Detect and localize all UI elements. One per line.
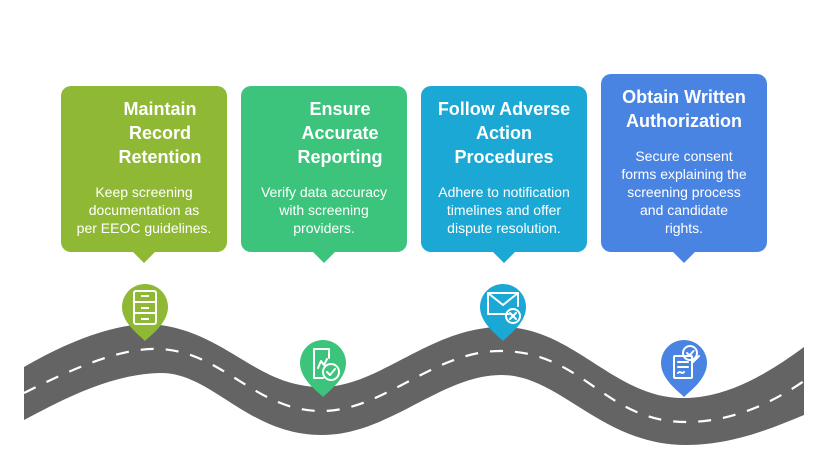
step3-title: Follow Adverse Action Procedures [437, 99, 571, 167]
step2-card: Ensure Accurate Reporting Verify data ac… [241, 86, 407, 263]
step4-card: Obtain Written Authorization Secure cons… [601, 74, 767, 263]
step3-description: Adhere to notification timelines and off… [438, 184, 570, 236]
step1-marker [122, 284, 168, 341]
step4-description: Secure consent forms explaining the scre… [621, 148, 747, 236]
step4-marker [661, 340, 707, 397]
road-centerline [23, 347, 805, 424]
step4-title: Obtain Written Authorization [622, 87, 746, 131]
signed-document-icon [673, 345, 700, 379]
step1-card: Maintain Record Retention Keep screening… [61, 86, 227, 263]
file-cabinet-icon [133, 290, 157, 325]
step2-marker [300, 340, 346, 397]
step2-description: Verify data accuracy with screening prov… [260, 184, 388, 236]
step1-title: Maintain Record Retention [118, 99, 202, 167]
mail-cancel-icon [487, 292, 521, 324]
step1-description: Keep screening documentation as per EEOC… [76, 184, 212, 236]
step3-marker [480, 284, 526, 341]
road [24, 324, 804, 445]
report-check-icon [313, 348, 340, 381]
step2-title: Ensure Accurate Reporting [297, 99, 383, 167]
step3-card: Follow Adverse Action Procedures Adhere … [421, 86, 587, 263]
